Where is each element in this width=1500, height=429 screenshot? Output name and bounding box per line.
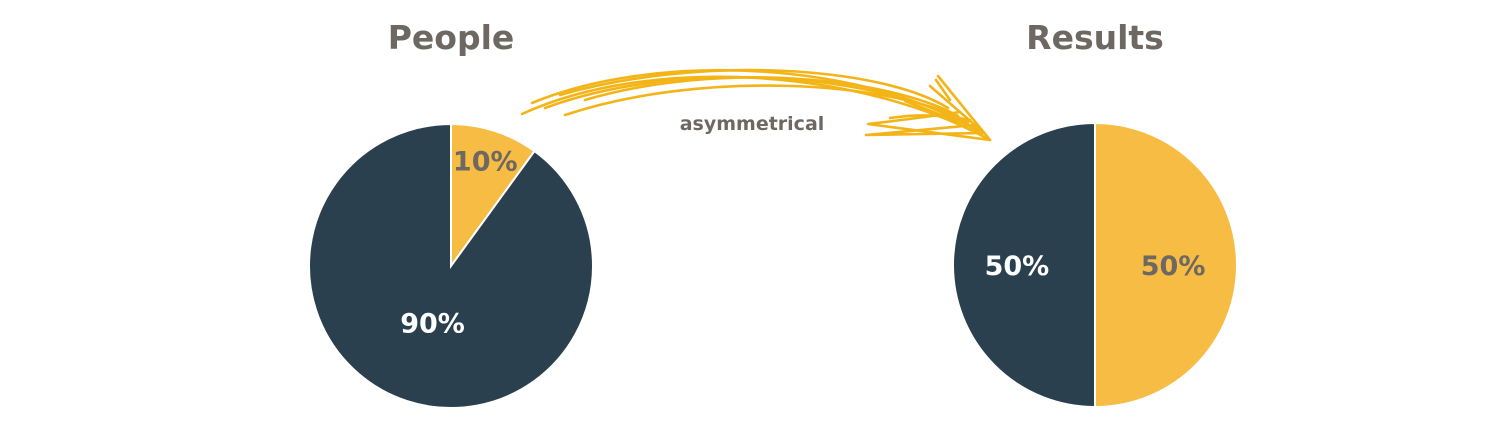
chart-title-people: People: [388, 18, 515, 57]
slice-label: 10%: [453, 147, 518, 178]
pie-labels-results: 50% 50%: [985, 251, 1206, 282]
pie-slice: [450, 122, 536, 270]
arrow-head: [864, 84, 986, 137]
chart-title-results: Results: [1026, 18, 1164, 57]
arrow-stroke: [563, 84, 970, 124]
pie-chart-results: Results 50% 50%: [952, 18, 1238, 409]
pie-chart-people: People 10% 90%: [308, 18, 594, 409]
arrow-head: [888, 78, 982, 132]
annotation-label: asymmetrical: [680, 113, 825, 135]
pie-slice: [952, 121, 1096, 409]
slice-label: 50%: [985, 251, 1050, 282]
pie-slice: [308, 122, 594, 409]
pie-slices-results: [952, 121, 1238, 409]
pie-labels-people: 10% 90%: [400, 147, 517, 340]
sketch-arrow: [520, 68, 992, 142]
arrow-head: [866, 74, 992, 142]
arrow-stroke: [558, 68, 950, 110]
pie-slices-people: [308, 122, 594, 409]
arrow-stroke: [583, 76, 960, 118]
slice-label: 90%: [400, 309, 465, 340]
pie-slice: [1094, 121, 1238, 409]
slice-label: 50%: [1141, 251, 1206, 282]
